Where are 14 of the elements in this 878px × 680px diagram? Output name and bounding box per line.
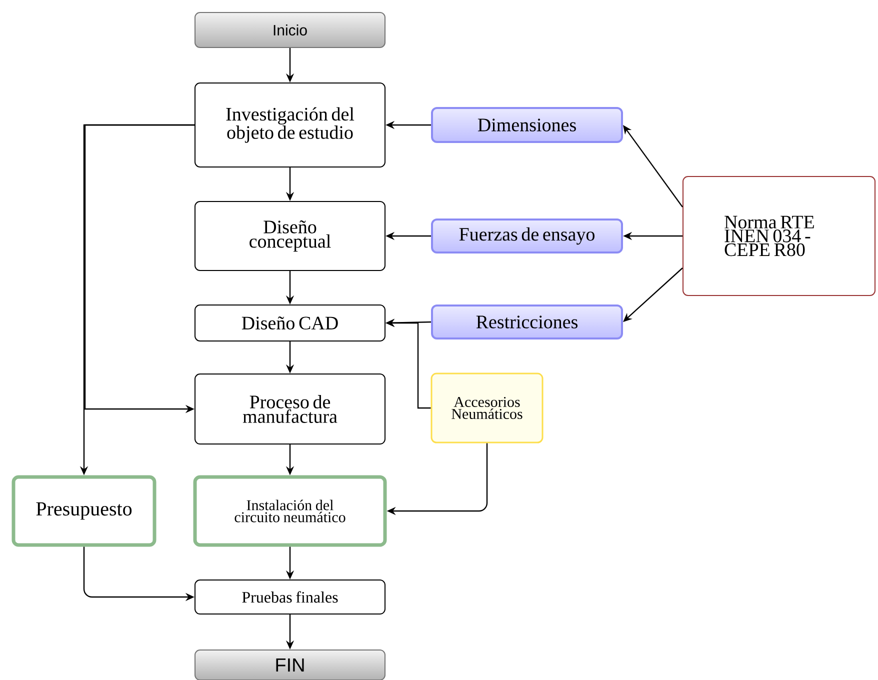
input-box: Restricciones bbox=[431, 304, 623, 340]
end-box: FIN bbox=[194, 650, 386, 680]
standard-box: Norma RTE INEN 034 - CEPE R80 bbox=[682, 176, 876, 296]
process-box: Investigación del objeto de estudio bbox=[194, 82, 386, 168]
start-box: Inicio bbox=[194, 12, 386, 48]
input-box: Fuerzas de ensayo bbox=[431, 218, 623, 254]
process-box: Diseño CAD bbox=[194, 304, 386, 342]
input-box: Dimensiones bbox=[431, 107, 623, 143]
process-box: Presupuesto bbox=[12, 475, 156, 547]
process-box: Pruebas finales bbox=[194, 580, 386, 614]
input-box: Accesorios Neumáticos bbox=[430, 372, 544, 444]
process-box: Instalación del circuito neumático bbox=[193, 475, 387, 547]
process-box: Diseño conceptual bbox=[194, 201, 386, 271]
process-box: Proceso de manufactura bbox=[194, 374, 386, 444]
